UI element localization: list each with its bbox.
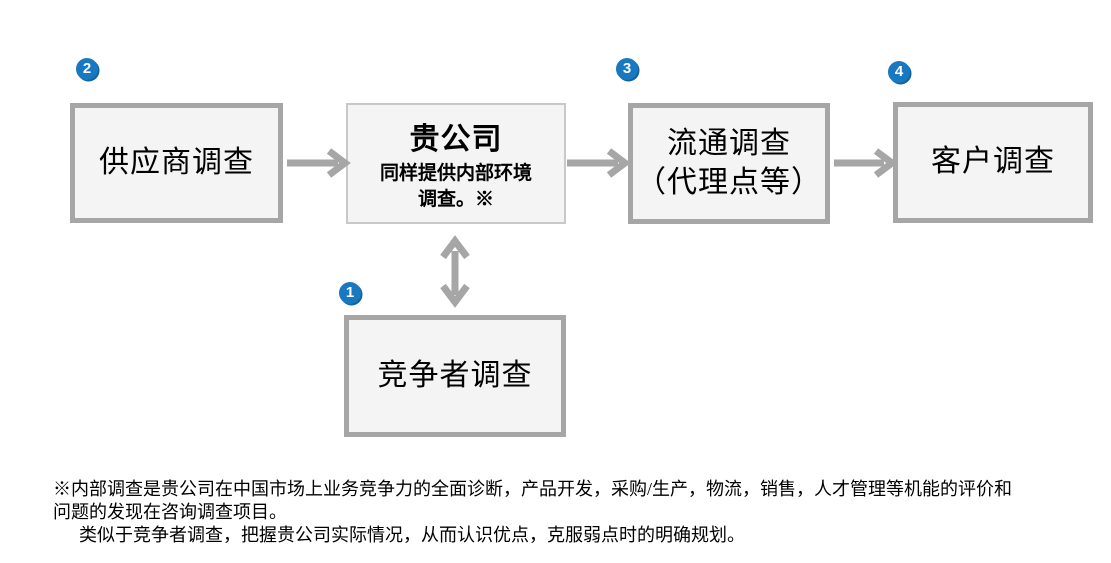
supplier-survey-label: 供应商调查 (99, 145, 254, 179)
box-supplier-survey: 供应商调查 (70, 103, 283, 223)
arrow-company-competitor-bidirectional-icon (440, 235, 470, 308)
distribution-survey-label: 流通调查 （代理点等） (636, 127, 822, 199)
box-distribution-survey: 流通调查 （代理点等） (628, 103, 830, 224)
footnote-line-1: ※内部调查是贵公司在中国市场上业务竞争力的全面诊断，产品开发，采购/生产，物流，… (53, 479, 1012, 499)
badge-step-3: 3 (616, 58, 638, 80)
footnote: ※内部调查是贵公司在中国市场上业务竞争力的全面诊断，产品开发，采购/生产，物流，… (53, 478, 1101, 547)
competitor-survey-label: 竞争者调查 (377, 358, 533, 392)
footnote-line-2: 问题的发现在咨询调查项目。 (53, 502, 287, 522)
arrow-supplier-to-company-icon (287, 148, 351, 178)
customer-survey-label: 客户调查 (931, 145, 1055, 179)
your-company-title: 贵公司 (409, 123, 503, 157)
your-company-subtitle: 同样提供内部环境 调查。※ (379, 163, 532, 210)
badge-step-2: 2 (76, 58, 98, 80)
footnote-line-3: 类似于竞争者调查，把握贵公司实际情况，从而认识优点，克服弱点时的明确规划。 (79, 525, 745, 545)
arrow-distribution-to-customer-icon (834, 148, 898, 178)
box-competitor-survey: 竞争者调查 (344, 315, 566, 437)
badge-step-4: 4 (888, 61, 910, 83)
box-your-company: 贵公司 同样提供内部环境 调查。※ (346, 103, 566, 224)
box-customer-survey: 客户调查 (893, 102, 1093, 223)
arrow-company-to-distribution-icon (567, 148, 631, 178)
badge-step-1: 1 (339, 282, 361, 304)
